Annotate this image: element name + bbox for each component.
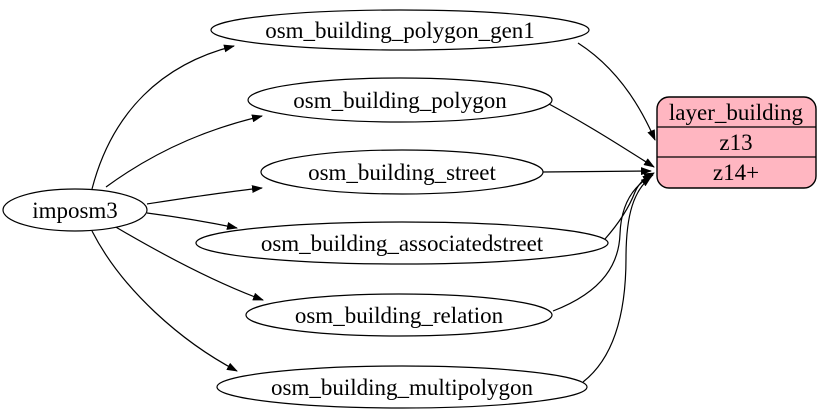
node-osm-building-associatedstreet: osm_building_associatedstreet (195, 221, 609, 265)
edge-imposm3-to-street (146, 185, 263, 205)
polygon-gen1-label: osm_building_polygon_gen1 (265, 18, 535, 43)
node-osm-building-polygon: osm_building_polygon (247, 77, 553, 123)
layer-building-box (656, 96, 817, 189)
relation-label: osm_building_relation (295, 303, 504, 328)
polygon-gen1-ellipse (210, 9, 590, 51)
node-osm-building-polygon-gen1: osm_building_polygon_gen1 (210, 9, 590, 51)
relation-ellipse (245, 293, 553, 337)
node-osm-building-relation: osm_building_relation (245, 293, 553, 337)
edge-polygon-to-z14 (548, 103, 655, 168)
edge-relation-to-z14 (552, 174, 654, 312)
node-osm-building-street: osm_building_street (260, 149, 544, 195)
edge-associatedstreet-to-z14 (604, 172, 655, 240)
edge-imposm3-to-relation (113, 225, 264, 301)
associatedstreet-label: osm_building_associatedstreet (261, 231, 544, 256)
street-label: osm_building_street (308, 160, 496, 185)
associatedstreet-ellipse (195, 221, 609, 265)
node-layer-building: layer_building z13 z14+ (656, 96, 817, 189)
layer-building-row-z14: z14+ (713, 160, 759, 185)
imposm3-label: imposm3 (32, 198, 118, 223)
edge-imposm3-to-polygon (105, 114, 263, 188)
imposm3-ellipse (2, 188, 148, 232)
node-osm-building-multipolygon: osm_building_multipolygon (216, 365, 588, 409)
polygon-label: osm_building_polygon (293, 88, 507, 113)
edge-polygon-gen1-to-z13 (577, 42, 656, 141)
edge-imposm3-to-polygon-gen1 (91, 44, 235, 190)
edge-imposm3-to-multipolygon (91, 230, 238, 372)
node-imposm3: imposm3 (2, 188, 148, 232)
multipolygon-ellipse (216, 365, 588, 409)
edge-multipolygon-to-z14 (582, 176, 652, 383)
edge-street-to-z14 (542, 167, 652, 176)
multipolygon-label: osm_building_multipolygon (271, 375, 533, 400)
polygon-ellipse (247, 77, 553, 123)
layer-building-row-z13: z13 (719, 130, 752, 155)
street-ellipse (260, 149, 544, 195)
layer-building-title: layer_building (669, 100, 804, 125)
edge-imposm3-to-associatedstreet (146, 212, 238, 230)
